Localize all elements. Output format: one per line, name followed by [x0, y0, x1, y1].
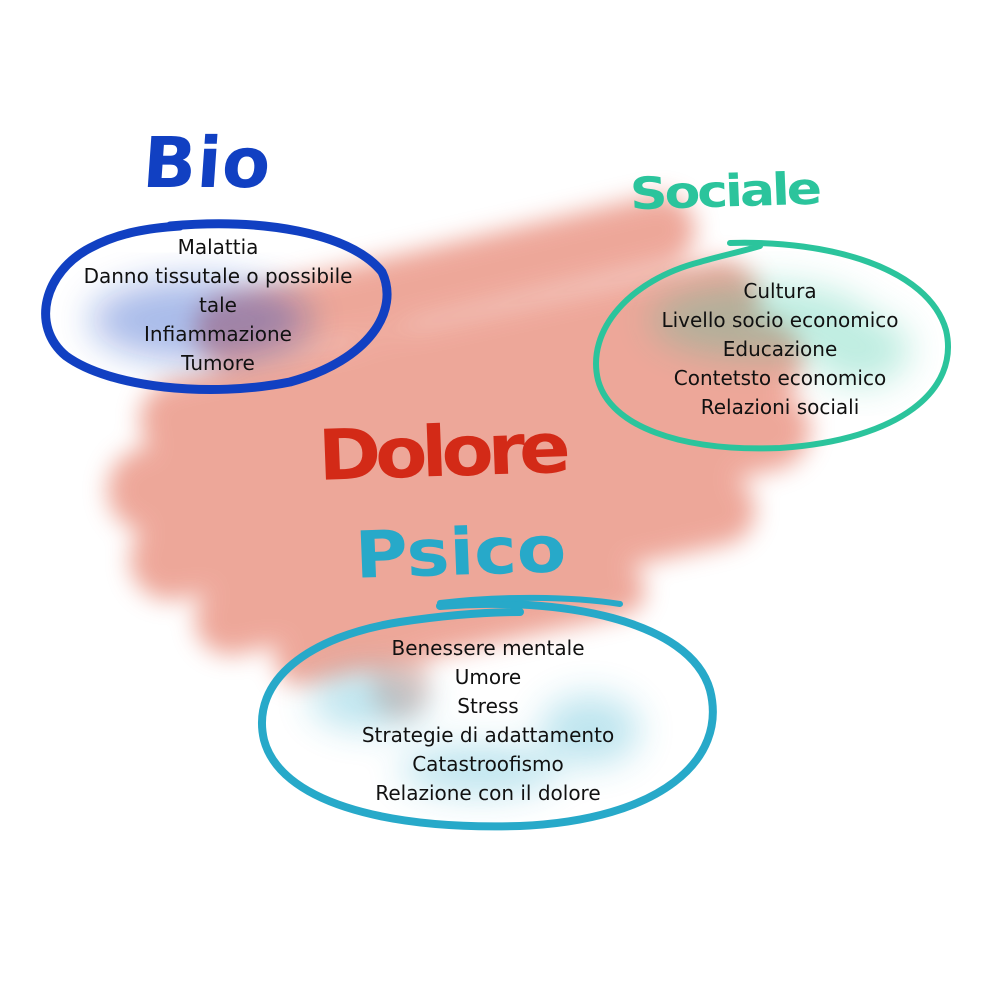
- list-item: Catastroofismo: [412, 752, 564, 776]
- list-item: Relazione con il dolore: [375, 781, 601, 805]
- psico-title: Psico: [353, 510, 568, 594]
- bio-title: Bio: [140, 122, 275, 204]
- psico-oval: [258, 599, 717, 831]
- sociale-oval: [593, 239, 951, 452]
- list-item: Danno tissutale o possibile: [83, 264, 353, 288]
- psico-list: Benessere mentale Umore Stress Strategie…: [318, 634, 658, 808]
- list-item: Umore: [454, 665, 522, 689]
- sociale-list: Cultura Livello socio economico Educazio…: [620, 277, 940, 422]
- sociale-fill: [650, 282, 910, 385]
- list-item: Infiammazione: [144, 322, 292, 346]
- bio-list: Malattia Danno tissutale o possibile tal…: [58, 233, 378, 378]
- list-item: Contetsto economico: [673, 366, 887, 390]
- list-item: Livello socio economico: [661, 308, 899, 332]
- sociale-title: Sociale: [629, 163, 821, 221]
- psico-fill: [310, 670, 640, 795]
- list-item: Strategie di adattamento: [361, 723, 615, 747]
- list-item: tale: [199, 293, 237, 317]
- list-item: Relazioni sociali: [700, 395, 860, 419]
- psico-underline: [437, 594, 623, 607]
- bio-fill: [90, 278, 310, 362]
- list-item: Benessere mentale: [391, 636, 585, 660]
- list-item: Malattia: [177, 235, 259, 259]
- list-item: Tumore: [181, 351, 255, 375]
- dolore-title: Dolore: [316, 406, 567, 497]
- bio-oval: [41, 219, 392, 395]
- list-item: Cultura: [743, 279, 817, 303]
- list-item: Stress: [457, 694, 519, 718]
- list-item: Educazione: [722, 337, 838, 361]
- background-scribble: [107, 195, 810, 718]
